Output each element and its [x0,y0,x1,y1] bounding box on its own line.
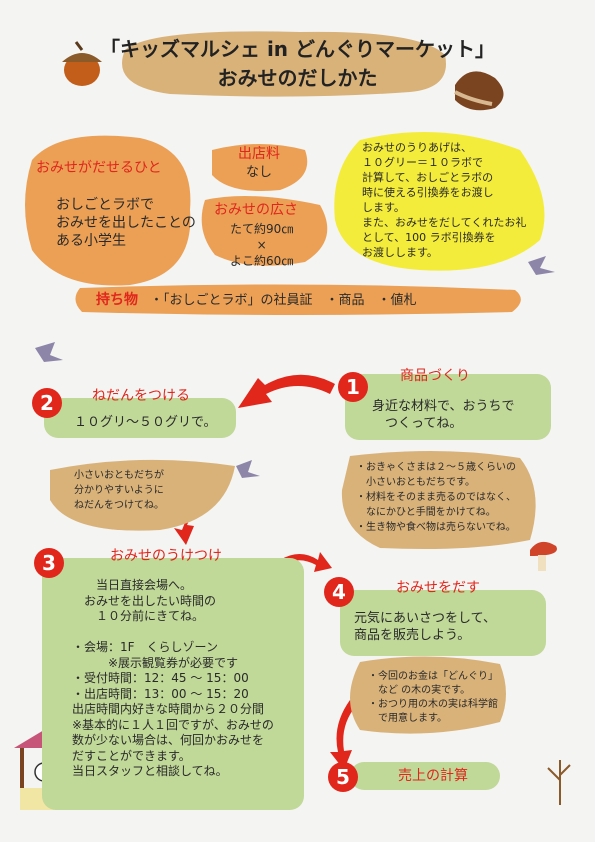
size-body: たて約90㎝ × よこ約60㎝ [230,222,294,268]
items-body: ・「おしごとラボ」の社員証 ・商品 ・値札 [150,293,417,308]
step2-number: 2 [32,388,62,418]
step2-heading: ねだんをつける [92,388,190,404]
fee-value: なし [246,165,273,180]
step3-heading: おみせのうけつけ [110,548,222,564]
money-note: ・今回のお金は「どんぐり」 など の木の実です。 ・おつり用の木の実は科学館 で… [368,671,498,724]
arrow-step4-to-5 [330,700,356,770]
goods-note: ・おきゃくさまは２〜５歳くらいの 小さいおともだちです。 ・材料をそのまま売るの… [356,462,516,533]
price-note-blob [50,459,235,531]
size-heading: おみせの広さ [214,202,298,218]
bird-icon [236,460,260,478]
step1-body: 身近な材料で、おうちで つくってね。 [372,399,515,431]
step3-body: 当日直接会場へ。 おみせを出したい時間の １０分前にきてね。 ・会場：1F くら… [72,578,274,778]
items-bar [75,284,521,315]
step2-body: １０グリ〜５０グリで。 [74,415,217,430]
step1-box [345,374,551,440]
step3-box [42,558,304,810]
step4-box [340,590,546,656]
acorn-icon [62,41,102,86]
step5-number: 5 [328,762,358,792]
step4-heading: おみせをだす [396,580,480,596]
size-blob [201,196,328,266]
who-heading: おみせがだせるひと [36,160,162,176]
step1-number: 1 [338,372,368,402]
items-heading: 持ち物 [96,292,138,308]
chestnut-icon [454,71,504,111]
step1-heading: 商品づくり [400,368,470,384]
step4-body: 元気にあいさつをして、 商品を販売しよう。 [354,611,496,643]
who-blob [25,135,191,286]
who-body: おしごとラボで おみせを出したことの ある小学生 [56,197,196,249]
bird-icon [35,342,63,362]
price-note: 小さいおともだちが 分かりやすいように ねだんをつけてね。 [74,470,164,511]
mushroom-icon [530,541,557,571]
money-note-blob [350,656,506,734]
step5-heading: 売上の計算 [398,768,468,784]
arrow-step1-to-2 [238,374,335,408]
sales-note: おみせのうりあげは、 １０グリー＝１０ラボで 計算して、おしごとラボの 時に使え… [362,141,527,259]
step2-box [44,398,236,438]
title-banner [122,31,446,97]
fee-blob [212,144,308,191]
fee-heading: 出店料 [238,146,280,162]
goods-note-blob [341,450,536,549]
twig-icon [547,760,571,805]
step5-box [350,762,500,790]
page-subtitle: おみせのだしかた [217,66,378,90]
page-title: 「キッズマルシェ in どんぐりマーケット」 [99,37,496,61]
step4-number: 4 [324,577,354,607]
bird-icon [528,256,555,275]
arrow-step3-to-4 [280,552,332,572]
step3-number: 3 [34,548,64,578]
sales-note-blob [334,132,545,271]
